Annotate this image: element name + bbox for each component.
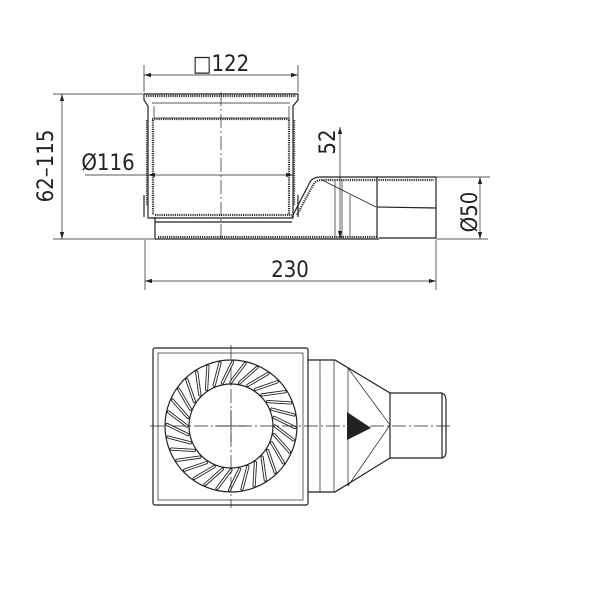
grate-slot [270,442,285,464]
grate-slot [261,456,266,481]
grate-slot [205,365,209,391]
dimension-label: 230 [271,258,309,283]
side-section-view [143,92,437,240]
grate-slot [221,361,234,384]
dimension-inner-diameter: Ø116 [81,151,293,178]
grate-slot [167,436,192,444]
grate-slot [274,425,295,441]
grate-slot [247,372,269,387]
grate-slot [167,411,188,427]
grate-slot [241,465,249,490]
grate-slot [216,469,232,490]
grate-slot [171,399,189,419]
dimension-height-range: 62–115 [34,93,154,240]
grate-slots [165,360,297,492]
dimension-label: 62–115 [34,130,59,203]
grate-slot [170,448,196,452]
grate-slot [266,400,292,404]
grate-slot [204,468,224,486]
grate-slot [266,449,276,474]
dimension-label: Ø116 [81,151,134,176]
grate-slot [238,366,258,384]
grate-slot [254,381,279,391]
grate-slot [176,456,201,461]
top-plan-view [150,345,450,508]
dimension-label: □122 [193,52,249,77]
grate-slot [230,362,246,383]
grate-slot [261,391,286,396]
dimension-outlet-height: 52 [316,127,343,238]
grate-slot [253,461,257,487]
grate-slot [177,388,192,410]
grate-slot [213,362,221,387]
grate-slot [270,408,295,416]
grate-slot [186,378,196,403]
dimension-top-width: □122 [143,52,299,92]
dimension-label: Ø50 [458,192,483,233]
grate-slot [196,371,201,396]
dimension-label: 52 [316,129,341,154]
grate-slot [273,433,291,453]
dimension-total-length: 230 [144,240,437,290]
grate-slot [193,465,215,480]
dimension-outlet-diameter: Ø50 [436,176,490,240]
grate-slot [183,461,208,471]
grate-slot [166,423,189,436]
